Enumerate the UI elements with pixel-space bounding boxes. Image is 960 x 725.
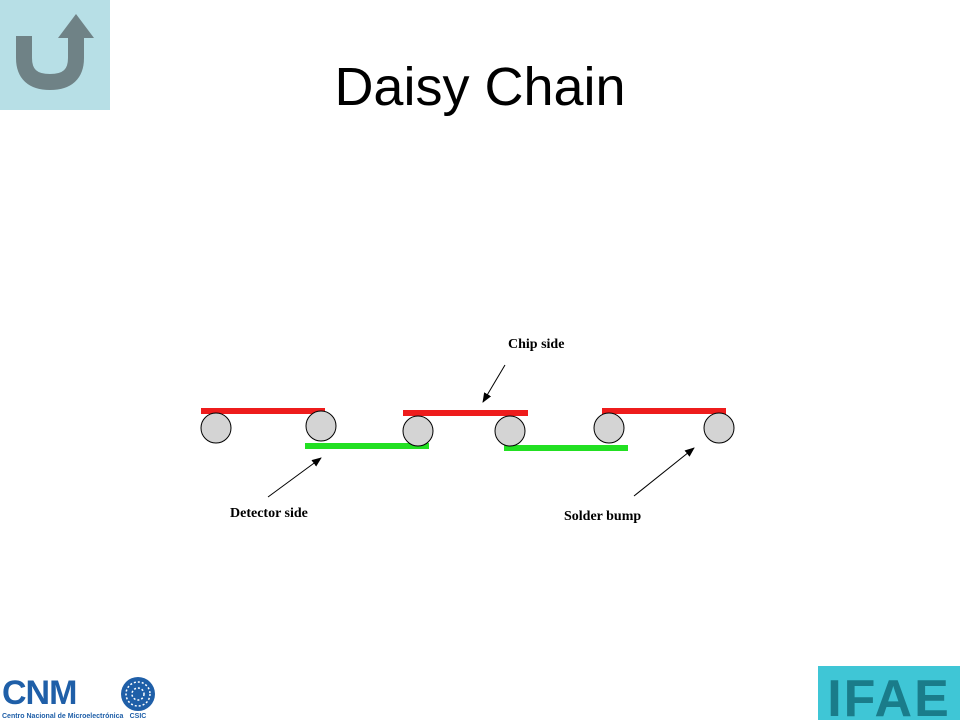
page-title: Daisy Chain: [334, 57, 626, 117]
detector-side-bar: [504, 445, 628, 451]
chip-side-bar: [602, 408, 726, 414]
solder-bump: [402, 415, 434, 447]
chip-side-bar: [201, 408, 325, 414]
return-arrow-icon: [16, 14, 94, 91]
svg-text:CSIC: CSIC: [130, 713, 147, 720]
back-button[interactable]: [0, 0, 110, 110]
solder-bump: [494, 415, 526, 447]
solder-bump-label: Solder bump: [564, 509, 642, 524]
svg-text:IFAE: IFAE: [827, 670, 951, 720]
detector-side-bar: [305, 443, 429, 449]
detector-side-arrow: [267, 457, 322, 498]
chip-side-bar: [403, 410, 528, 416]
ifae-logo: IFAE: [818, 666, 960, 725]
svg-text:CNM: CNM: [2, 674, 76, 712]
solder-bump: [200, 412, 232, 444]
chip-side-arrow: [482, 364, 506, 403]
solder-bump-arrow: [633, 447, 695, 497]
cnm-logo: CNM Centro Nacional de Microelectrónica …: [0, 672, 160, 720]
solder-bump: [305, 410, 337, 442]
chip-side-label: Chip side: [508, 337, 565, 352]
svg-text:Centro Nacional de Microelectr: Centro Nacional de Microelectrónica: [2, 713, 123, 720]
solder-bump: [703, 412, 735, 444]
solder-bump: [593, 412, 625, 444]
detector-side-label: Detector side: [230, 506, 308, 521]
